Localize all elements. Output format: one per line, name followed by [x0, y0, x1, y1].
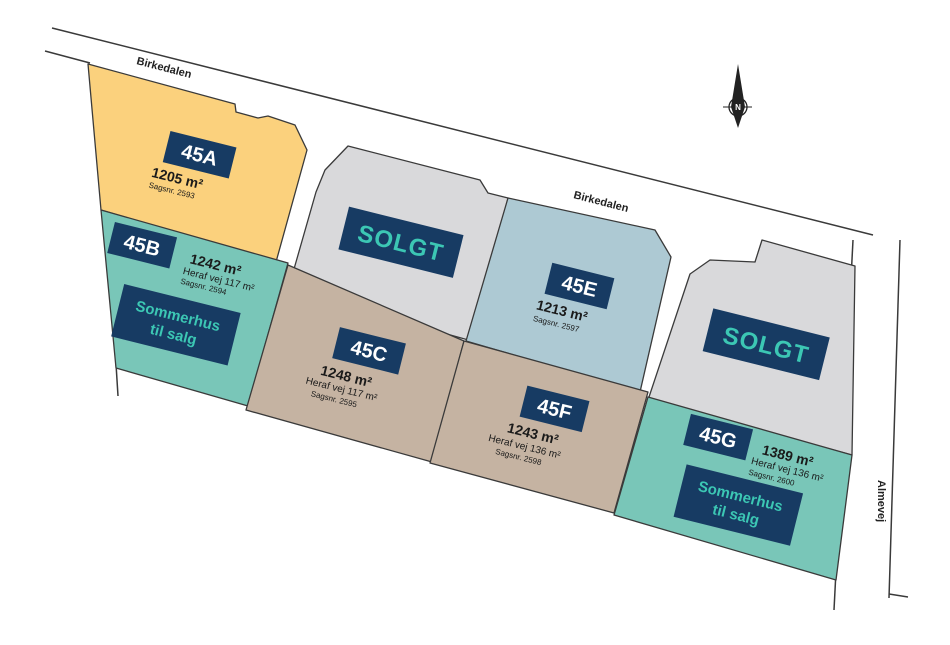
plot-45f-id-box [519, 385, 590, 433]
road-label-almevej: Almevej [875, 480, 887, 522]
sold-left-box [338, 206, 464, 278]
plot-45b-id-box [107, 221, 178, 269]
plot-45a-id-box [162, 131, 237, 179]
plot-45b-status-box [111, 284, 241, 366]
sold-right-box [702, 308, 830, 381]
plot-45a-labels: 45A 1205 m² Sagsnr. 2593 [148, 131, 237, 201]
plot-45e-id-box [544, 262, 615, 310]
plot-45g-labels: 45G 1389 m² Heraf vej 136 m² Sagsnr. 260… [673, 413, 825, 546]
plot-sold-right-labels: SOLGT [702, 308, 830, 381]
plot-45f-labels: 45F 1243 m² Heraf vej 136 m² Sagsnr. 259… [487, 385, 590, 467]
road-edge-birkedalen-left [44, 50, 91, 64]
road-edge-almevej-east [888, 239, 901, 599]
plot-45c-id-box [332, 327, 406, 375]
north-arrow-icon: N [723, 64, 752, 128]
road-edge-south-stub [115, 363, 119, 397]
plot-45e-labels: 45E 1213 m² Sagsnr. 2597 [532, 262, 615, 334]
plot-45c-labels: 45C 1248 m² Heraf vej 117 m² Sagsnr. 259… [305, 327, 406, 409]
road-label-birkedalen-top: Birkedalen [135, 55, 193, 81]
road-edge-birkedalen-top [51, 27, 874, 236]
road-edge-almevej-tail [888, 593, 909, 598]
plot-45g-status-box [673, 464, 804, 546]
north-letter: N [735, 103, 741, 112]
plot-45g-id-box [683, 413, 754, 461]
road-label-birkedalen-middle: Birkedalen [572, 189, 630, 215]
